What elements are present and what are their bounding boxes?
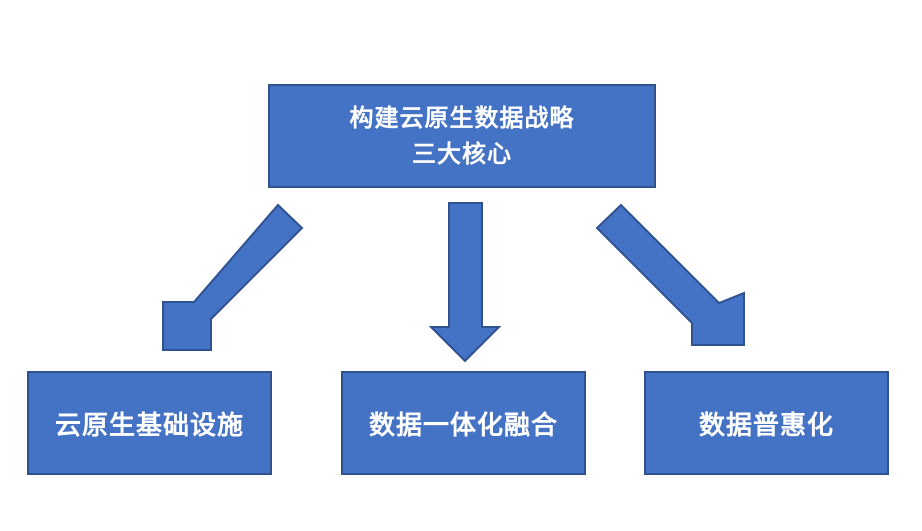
pillar-cloud-native-infrastructure: 云原生基础设施 — [27, 371, 272, 475]
pillar-label: 云原生基础设施 — [54, 410, 244, 441]
pillar-data-integration: 数据一体化融合 — [341, 371, 586, 475]
pillar-label: 数据普惠化 — [698, 410, 834, 441]
core-strategy-title-line2: 三大核心 — [412, 140, 512, 168]
arrow-to-infrastructure — [162, 203, 304, 351]
core-strategy-title-line1: 构建云原生数据战略 — [349, 104, 575, 132]
core-strategy-box: 构建云原生数据战略 三大核心 — [268, 84, 656, 188]
arrow-to-data-integration — [428, 202, 502, 363]
arrow-to-data-democratization — [595, 203, 745, 346]
pillar-data-democratization: 数据普惠化 — [644, 371, 889, 475]
pillar-label: 数据一体化融合 — [368, 410, 558, 441]
